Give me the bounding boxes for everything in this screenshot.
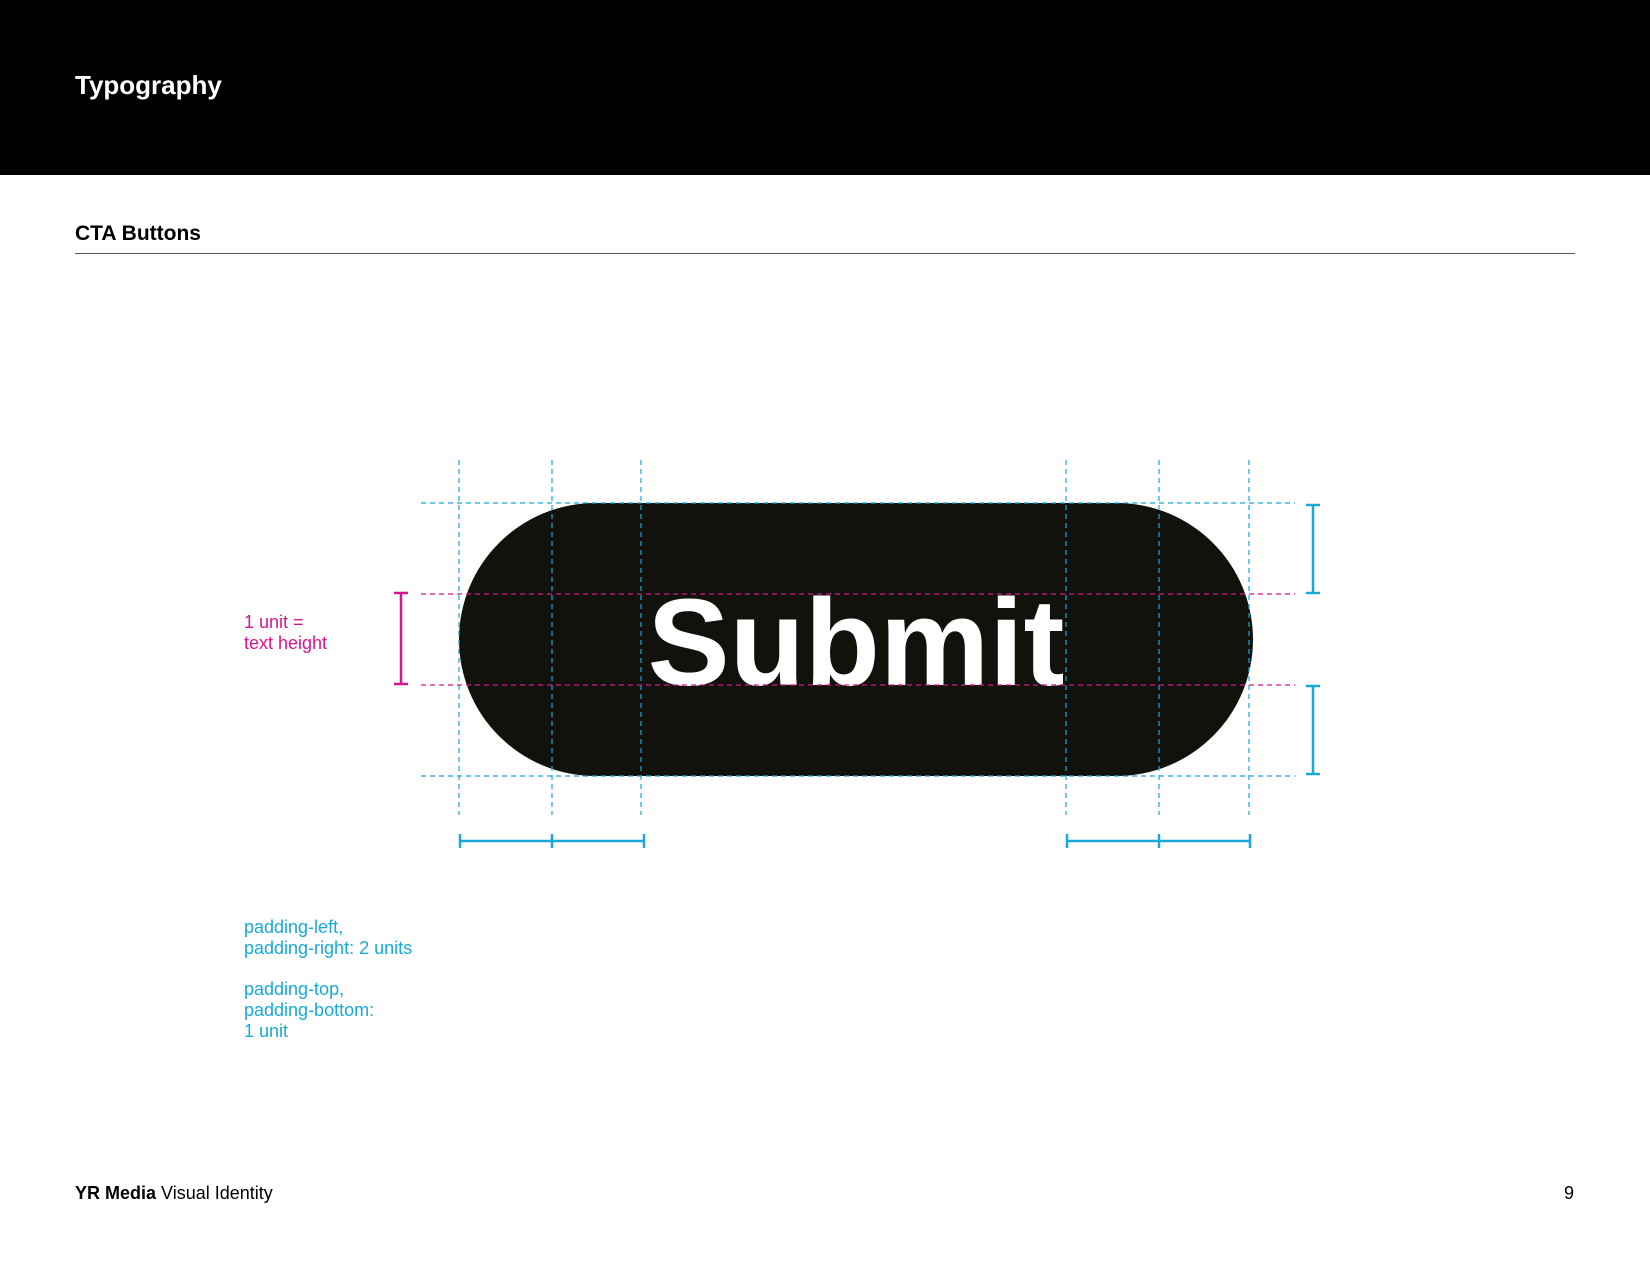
padding-horizontal-note-line: padding-left, bbox=[244, 917, 344, 937]
footer-brand-name: YR Media bbox=[75, 1183, 157, 1203]
padding-left-bracket bbox=[458, 834, 646, 848]
padding-right-bracket bbox=[1065, 834, 1252, 848]
cta-button-label: Submit bbox=[648, 575, 1065, 712]
padding-horizontal-note-line: padding-right: 2 units bbox=[244, 938, 413, 958]
padding-vertical-note-line: padding-top, bbox=[244, 979, 345, 999]
footer-brand-subtitle: Visual Identity bbox=[156, 1183, 273, 1203]
padding-top-bracket bbox=[1306, 503, 1320, 595]
unit-note-line: 1 unit = bbox=[244, 612, 304, 632]
page-number: 9 bbox=[1563, 1183, 1574, 1203]
text-height-guides bbox=[421, 593, 1295, 686]
horizontal-guides bbox=[421, 502, 1295, 777]
page-title: Typography bbox=[75, 70, 222, 100]
section-title: CTA Buttons bbox=[75, 222, 201, 245]
padding-vertical-note-line: padding-bottom: bbox=[244, 1000, 375, 1020]
padding-vertical-note-line: 1 unit bbox=[244, 1021, 289, 1041]
padding-vertical-note: padding-top, padding-bottom: 1 unit bbox=[244, 979, 374, 1042]
unit-note-line: text height bbox=[244, 633, 328, 653]
unit-note: 1 unit = text height bbox=[244, 612, 327, 654]
padding-bottom-bracket bbox=[1306, 684, 1320, 776]
footer-brand: YR Media Visual Identity bbox=[75, 1181, 273, 1205]
cta-button bbox=[459, 503, 1253, 776]
header-band: Typography bbox=[0, 0, 1650, 175]
section-divider bbox=[75, 253, 1575, 254]
padding-horizontal-note: padding-left, padding-right: 2 units bbox=[244, 917, 412, 959]
unit-bracket bbox=[394, 591, 408, 686]
